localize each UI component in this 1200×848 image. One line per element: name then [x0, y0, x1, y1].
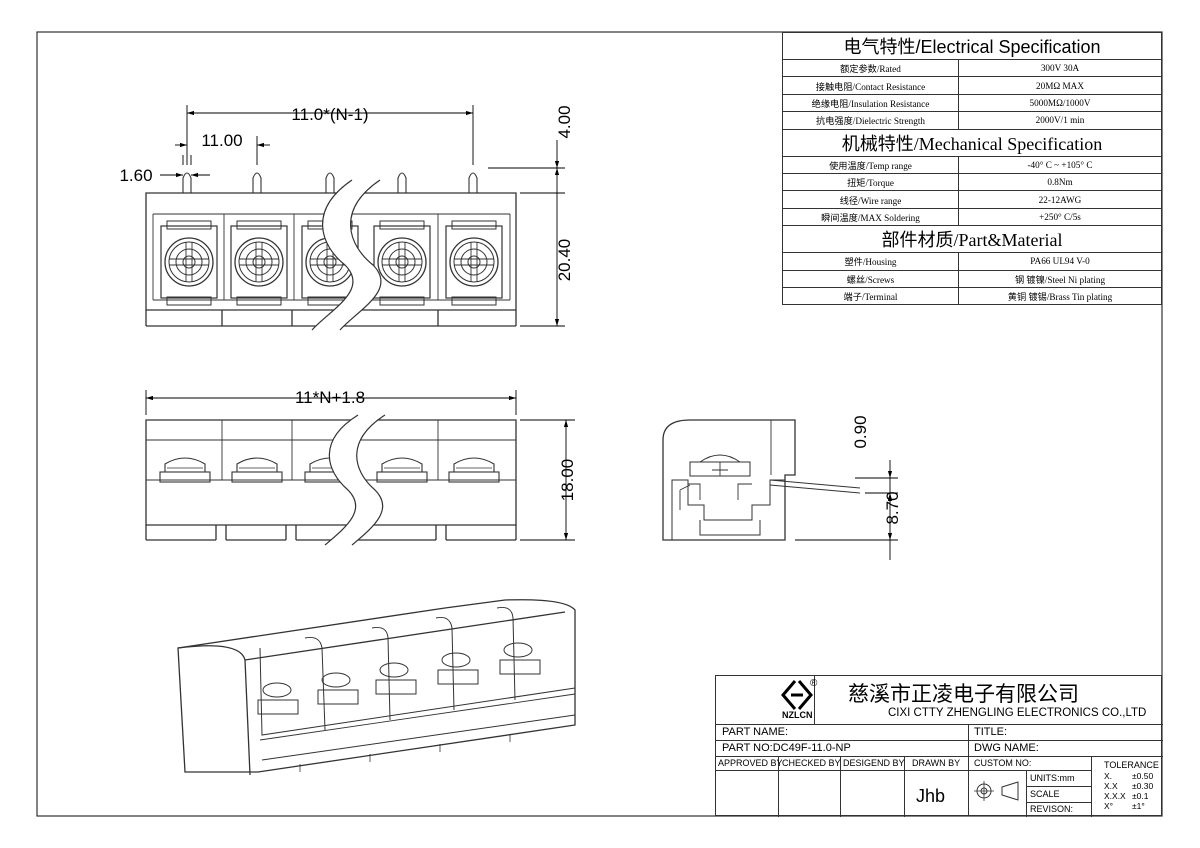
units: UNITS:mm — [1030, 773, 1075, 783]
drawn-by-value: Jhb — [916, 786, 946, 806]
tolerance-value: ±0.50 — [1132, 771, 1154, 781]
logo-text: NZLCN — [782, 710, 813, 720]
tolerance-key: X.X — [1104, 781, 1118, 791]
designed-by: DESIGEND BY — [843, 758, 905, 768]
dim-length-formula: 11*N+1.8 — [295, 388, 365, 407]
dwg-name-label: DWG NAME: — [974, 742, 1039, 754]
dim-front-height: 18.00 — [558, 459, 577, 502]
title-block: NZLCN 慈溪市正凌电子有限公司 CIXI CTTY ZHENGLING EL… — [715, 675, 1163, 817]
registered-mark-icon: ® — [810, 678, 818, 689]
top-view — [145, 172, 517, 327]
electrical-title: 电气特性/Electrical Specification — [782, 32, 1162, 60]
tolerance-key: X. — [1104, 771, 1113, 781]
side-view — [662, 419, 861, 541]
part-no: PART NO:DC49F-11.0-NP — [722, 742, 851, 754]
dim-pitch: 11.00 — [201, 131, 242, 150]
front-view — [145, 419, 517, 541]
isometric-view — [177, 599, 576, 776]
revision: REVISON: — [1030, 804, 1074, 814]
specification-table: 电气特性/Electrical Specification 额定参数/Rated… — [782, 32, 1162, 306]
tolerance-value: ±1° — [1132, 801, 1145, 811]
drawn-by: DRAWN BY — [912, 758, 961, 768]
table-row: 使用温度/Temp range-40° C ~ +105° C — [782, 155, 1162, 174]
dim-pin-width: 1.60 — [119, 166, 152, 185]
tolerance-key: X° — [1104, 801, 1114, 811]
table-row: 瞬间温度/MAX Soldering+250° C/5s — [782, 207, 1162, 227]
tolerance-key: X.X.X — [1104, 791, 1126, 801]
material-title: 部件材质/Part&Material — [782, 225, 1162, 254]
nzlcn-logo — [781, 680, 813, 710]
custom-no: CUSTOM NO: — [974, 758, 1032, 768]
dim-pin-height: 4.00 — [555, 105, 574, 138]
tolerance-title: TOLERANCE — [1104, 760, 1159, 770]
checked-by: CHECKED BY — [782, 758, 841, 768]
part-name-label: PART NAME: — [722, 726, 789, 738]
dim-body-height: 20.40 — [555, 239, 574, 282]
mechanical-title: 机械特性/Mechanical Specification — [782, 128, 1162, 157]
company-name-en: CIXI CTTY ZHENGLING ELECTRONICS CO.,LTD — [888, 707, 1147, 719]
dim-side-top: 0.90 — [851, 415, 870, 448]
scale: SCALE — [1030, 789, 1060, 799]
tolerance-value: ±0.30 — [1132, 781, 1154, 791]
dim-pitch-formula: 11.0*(N-1) — [291, 105, 368, 124]
projection-symbol-icon — [974, 781, 1019, 801]
tolerance-value: ±0.1 — [1132, 791, 1149, 801]
approved-by: APPROVED BY — [718, 758, 783, 768]
company-name-cn: 慈溪市正凌电子有限公司 — [848, 683, 1079, 706]
dim-side-height: 8.70 — [883, 491, 902, 524]
title-label: TITLE: — [974, 726, 1008, 738]
